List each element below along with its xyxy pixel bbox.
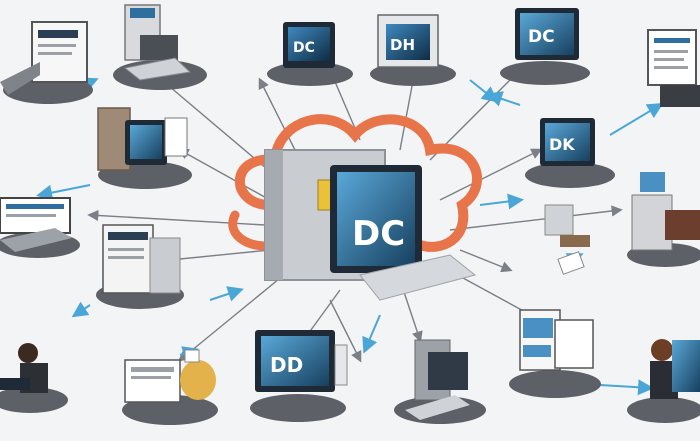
- node-top-center: DH: [370, 14, 456, 86]
- node-bottom-left-person: [0, 343, 68, 413]
- node-far-right-document: [647, 29, 700, 107]
- node-bottom-center: DD: [250, 330, 348, 422]
- node-top-right: DC: [500, 8, 590, 85]
- node-right-upper: DK: [525, 118, 615, 188]
- floating-papers: [184, 251, 585, 363]
- node-screen-text: DD: [270, 353, 303, 377]
- hub-screen-text: DC: [352, 214, 405, 254]
- node-top-left-desktop: [113, 4, 207, 90]
- node-left-laptop: [0, 197, 80, 258]
- node-bottom-left-station: [122, 359, 218, 425]
- central-cloud-hub: DC: [228, 114, 483, 301]
- cloud-outline: [234, 114, 483, 252]
- node-screen-text: DH: [390, 36, 415, 54]
- node-screen-text: DK: [549, 135, 575, 154]
- node-screen-text: DC: [528, 27, 555, 47]
- node-right-desk: [544, 172, 700, 267]
- node-bottom-right-person: [627, 339, 700, 423]
- node-top-center-left: DC: [267, 22, 353, 86]
- node-left-kiosk: [96, 224, 184, 309]
- node-bottom-center-right: [394, 339, 486, 424]
- node-left-server: [97, 107, 192, 189]
- node-screen-text: DC: [293, 40, 315, 56]
- node-top-left-laptop: [0, 21, 93, 104]
- node-bottom-right-terminal: [509, 309, 601, 398]
